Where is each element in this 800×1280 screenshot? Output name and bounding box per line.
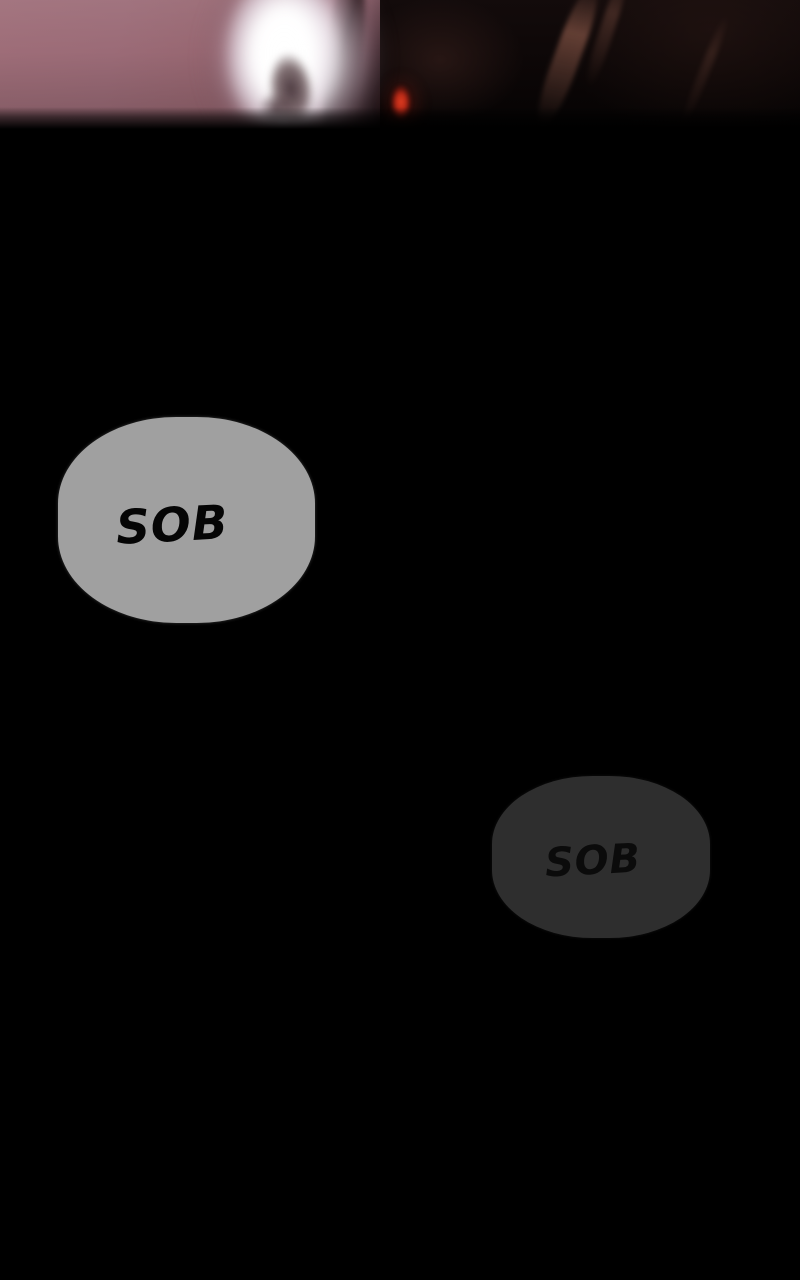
- sfx-bubble-text: SOB: [114, 494, 231, 556]
- panel-bottom-fade: [0, 107, 800, 129]
- sfx-bubble-text: SOB: [544, 835, 642, 887]
- sfx-bubble-primary: SOB: [58, 417, 315, 623]
- black-stage: SOB SOB: [0, 129, 800, 1280]
- illustration-strip: [0, 0, 800, 129]
- sfx-bubble-secondary: SOB: [492, 776, 710, 938]
